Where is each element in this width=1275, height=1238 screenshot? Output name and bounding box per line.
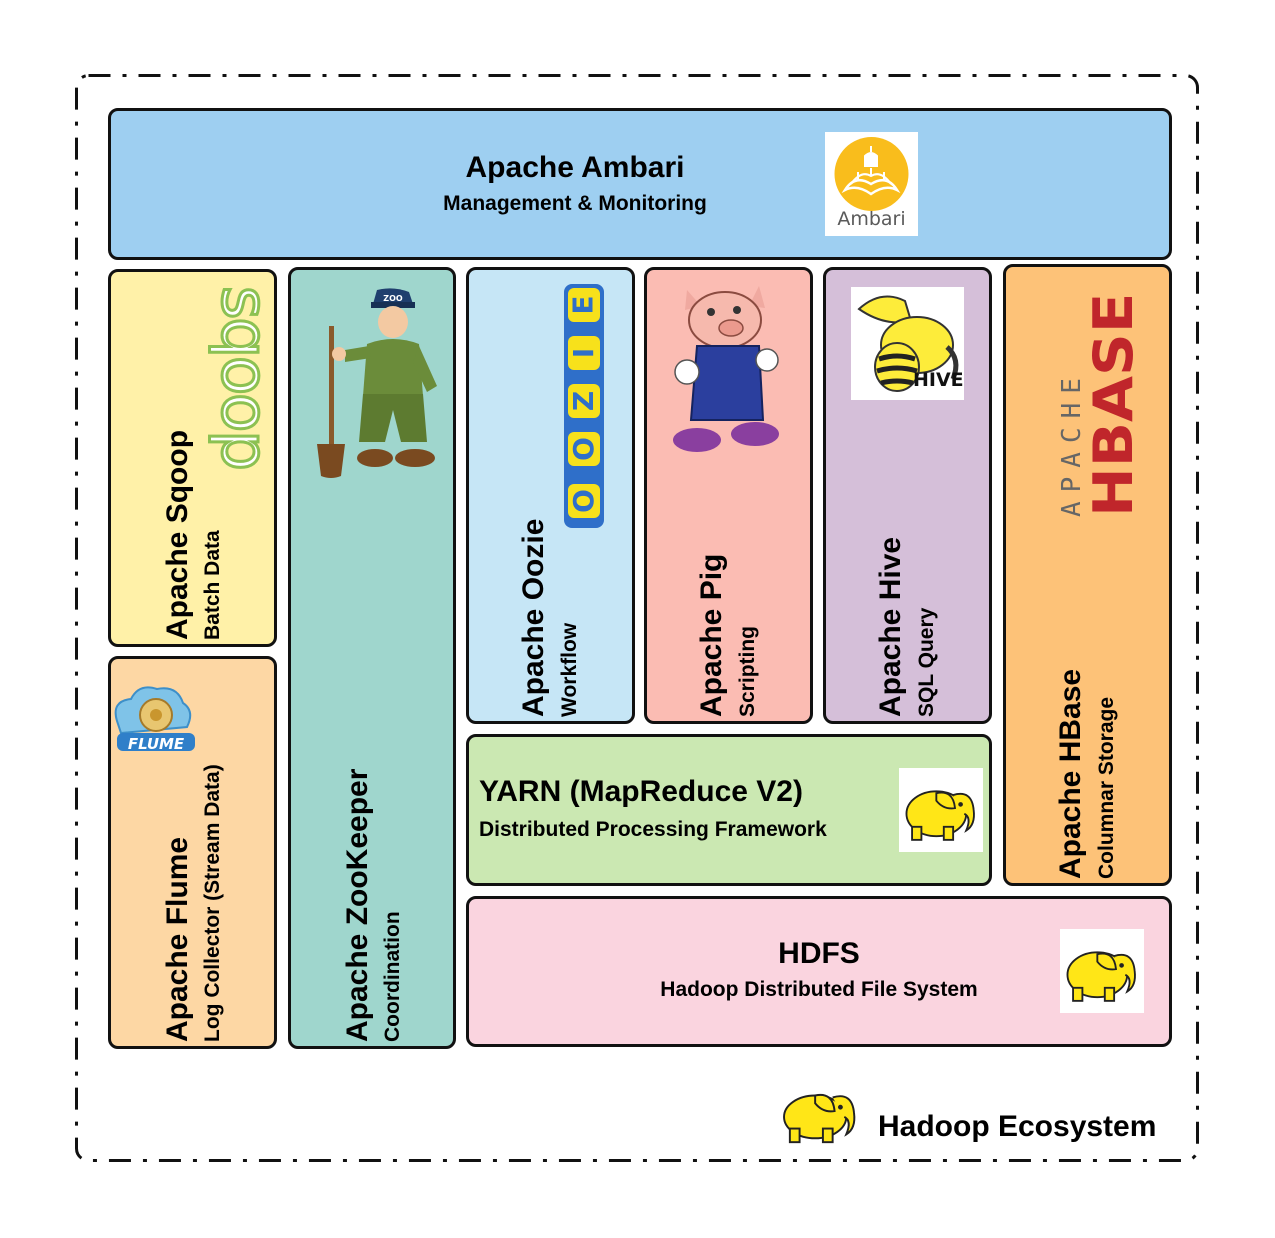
oozie-logo-letter: Z <box>567 384 600 418</box>
sqoop-subtitle: Batch Data <box>201 530 224 640</box>
hive-bee-elephant-icon <box>857 295 959 392</box>
zookeeper-box: Apache ZooKeeper Coordination ZOO <box>288 267 456 1049</box>
zookeeper-title: Apache ZooKeeper <box>341 768 374 1042</box>
ambari-box: Apache Ambari Management & Monitoring Am… <box>108 108 1172 260</box>
ambari-title: Apache Ambari <box>465 151 685 184</box>
pig-subtitle: Scripting <box>736 625 759 717</box>
zookeeper-subtitle: Coordination <box>381 911 404 1042</box>
sqoop-box: Apache Sqoop Batch Data sqoop <box>108 269 277 647</box>
oozie-logo-letter: E <box>567 288 600 322</box>
hdfs-title: HDFS <box>778 937 860 970</box>
yarn-logo <box>899 768 983 852</box>
ambari-logo-text: Ambari <box>837 208 906 230</box>
yarn-box: YARN (MapReduce V2) Distributed Processi… <box>466 734 992 886</box>
flume-logo-text: FLUME <box>127 735 185 753</box>
zookeeper-mascot-icon: ZOO <box>317 288 437 478</box>
pig-mascot-icon <box>673 286 779 452</box>
flume-title: Apache Flume <box>161 836 194 1042</box>
pig-title: Apache Pig <box>695 553 728 717</box>
hadoop-elephant-icon <box>1066 951 1136 1002</box>
hbase-subtitle: Columnar Storage <box>1095 696 1118 879</box>
hive-logo-text: HIVE <box>913 369 964 391</box>
flume-subtitle: Log Collector (Stream Data) <box>201 764 224 1042</box>
zoo-cap-text: ZOO <box>383 294 403 303</box>
sqoop-title: Apache Sqoop <box>161 429 194 640</box>
oozie-subtitle: Workflow <box>558 622 581 717</box>
flume-box: Apache Flume Log Collector (Stream Data)… <box>108 656 277 1049</box>
ambari-sun-icon <box>834 137 909 211</box>
oozie-box: Apache Oozie Workflow E I Z O O <box>466 267 635 724</box>
oozie-title: Apache Oozie <box>517 518 550 717</box>
oozie-logo: E I Z O O <box>564 284 604 528</box>
hive-box: Apache Hive SQL Query HIVE <box>823 267 992 724</box>
sqoop-logo: sqoop <box>206 285 277 471</box>
ambari-subtitle: Management & Monitoring <box>443 192 707 215</box>
hbase-box: Apache HBase Columnar Storage APACHE HBA… <box>1003 264 1172 886</box>
yarn-subtitle: Distributed Processing Framework <box>479 818 827 841</box>
oozie-logo-letter: O <box>567 484 600 518</box>
hbase-title: Apache HBase <box>1054 668 1087 879</box>
oozie-logo-letter: I <box>567 336 600 370</box>
hbase-logo-word: HBASE <box>1082 292 1145 517</box>
hive-subtitle: SQL Query <box>915 607 938 717</box>
hadoop-elephant-icon <box>783 1093 856 1144</box>
ecosystem-label: Hadoop Ecosystem <box>878 1110 1157 1143</box>
pig-box: Apache Pig Scripting <box>644 267 813 724</box>
flume-logo-icon <box>114 686 195 751</box>
hdfs-box: HDFS Hadoop Distributed File System <box>466 896 1172 1047</box>
hadoop-elephant-icon <box>905 790 975 841</box>
yarn-title: YARN (MapReduce V2) <box>479 775 803 808</box>
hive-logo: HIVE <box>851 287 964 400</box>
hdfs-logo <box>1060 929 1144 1013</box>
oozie-logo-letter: O <box>567 432 600 466</box>
hive-title: Apache Hive <box>874 536 907 717</box>
ambari-logo: Ambari <box>825 132 918 236</box>
hdfs-subtitle: Hadoop Distributed File System <box>660 978 978 1001</box>
